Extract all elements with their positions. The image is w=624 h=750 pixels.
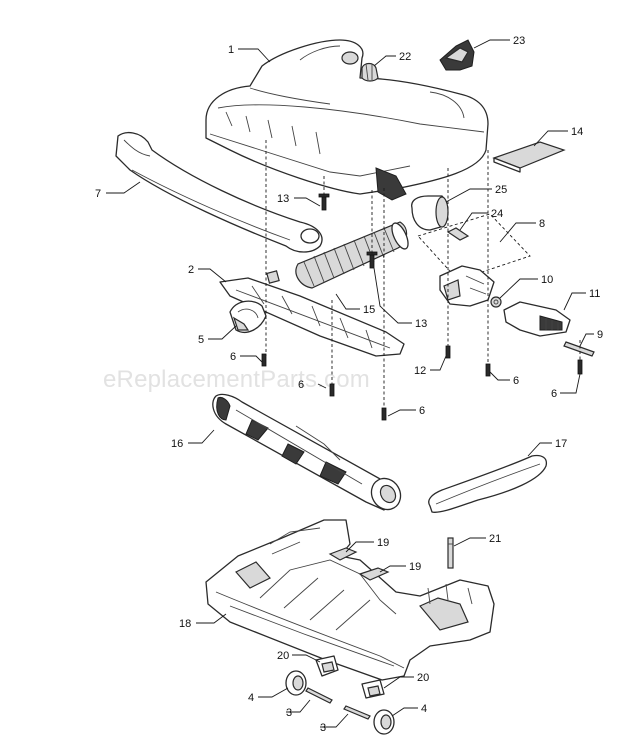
part-9-pin [563,341,595,357]
callouts: 1 22 23 14 7 25 13 24 8 2 15 13 10 11 5 … [95,35,603,734]
callout-13-top: 13 [277,193,289,205]
screw-6a [261,353,267,367]
screw-6e [577,359,583,375]
part-10-spring [490,296,502,308]
part-1-hood [205,39,489,201]
callout-21: 21 [489,533,501,545]
callout-14: 14 [571,126,583,138]
callout-4-left: 4 [248,692,254,704]
callout-13-bottom: 13 [415,318,427,330]
callout-6-left: 6 [230,351,236,363]
callout-7: 7 [95,188,101,200]
part-3-axle-b [343,705,371,720]
callout-17: 17 [555,438,567,450]
callout-6-far-right: 6 [551,388,557,400]
callout-25: 25 [495,184,507,196]
callout-3-upper: 3 [286,707,292,719]
watermark-text: eReplacementParts.com [103,366,370,393]
callout-12: 12 [414,365,426,377]
part-4-wheel-a [285,670,307,696]
part-15-hose [295,221,409,289]
callout-5: 5 [198,334,204,346]
callout-8: 8 [539,218,545,230]
callout-20-lower: 20 [417,672,429,684]
part-11-pedal [503,301,571,337]
part-25-cup [411,195,449,231]
callout-24: 24 [491,208,503,220]
callout-19-lower: 19 [409,561,421,573]
part-3-axle-a [305,687,333,704]
callout-2: 2 [188,264,194,276]
callout-1: 1 [228,44,234,56]
assembly-lines [265,140,581,408]
callout-15: 15 [363,304,375,316]
screw-6c [381,407,387,421]
screw-12 [445,345,451,359]
callout-22: 22 [399,51,411,63]
part-17-belt [428,454,548,513]
part-23-latch [439,39,475,71]
part-4-wheel-b [373,709,395,735]
callout-4-right: 4 [421,703,427,715]
callout-10: 10 [541,274,553,286]
callout-11: 11 [589,288,600,300]
callout-9: 9 [597,329,603,341]
part-19-clip-a [328,547,358,561]
callout-19-upper: 19 [377,537,389,549]
callout-6-lower: 6 [419,405,425,417]
part-20-bracket-b [361,679,385,699]
part-7-bumper [115,131,323,253]
screw-13a [318,193,330,211]
part-24-bracket [446,227,470,241]
callout-16: 16 [171,438,183,450]
callout-3-lower: 3 [320,722,326,734]
callout-20-upper: 20 [277,650,289,662]
part-2-base-plate [219,270,405,357]
callout-6-center: 6 [298,379,304,391]
part-20-bracket-a [315,655,339,677]
screw-6b [329,383,335,397]
part-16-brushroll [212,393,402,511]
part-14-pad [492,141,566,173]
leader-lines [106,39,594,728]
part-22-clip [361,62,379,82]
part-18-base [205,519,495,681]
screw-6d [485,363,491,377]
callout-18: 18 [179,618,191,630]
part-21-pin [447,537,454,569]
part-5-bracket [229,300,267,333]
callout-23: 23 [513,35,525,47]
callout-6-right: 6 [513,375,519,387]
